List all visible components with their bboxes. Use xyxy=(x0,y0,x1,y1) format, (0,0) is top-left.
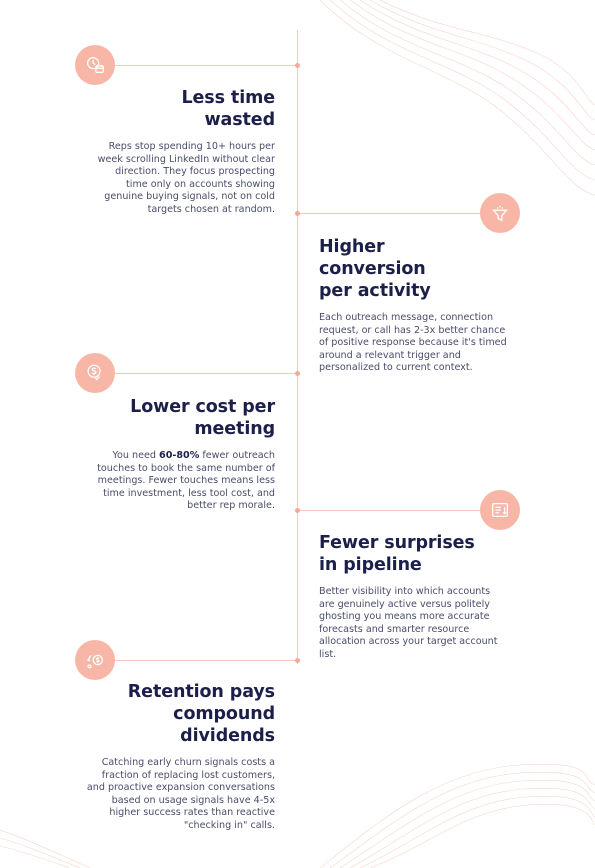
benefit-higher-conversion: Higher conversion per activity Each outr… xyxy=(319,236,511,375)
title-line: meeting xyxy=(194,419,275,439)
connector-5 xyxy=(110,658,300,663)
title-line: Fewer surprises xyxy=(319,533,475,553)
benefit-description: You need 60-80% fewer outreach touches t… xyxy=(97,450,275,512)
connector-2 xyxy=(295,211,481,216)
benefit-retention: Retention pays compound dividends Catchi… xyxy=(85,681,275,833)
benefit-title: Higher conversion per activity xyxy=(319,236,511,302)
retention-dollar-icon xyxy=(75,640,115,680)
title-line: Retention pays xyxy=(127,682,275,702)
funnel-icon xyxy=(480,193,520,233)
title-line: per activity xyxy=(319,281,431,301)
benefit-description: Better visibility into which accounts ar… xyxy=(319,586,498,660)
benefit-description: Each outreach message, connection reques… xyxy=(319,312,507,374)
wave-decoration-top xyxy=(319,0,595,196)
title-line: dividends xyxy=(180,726,275,746)
title-line: wasted xyxy=(204,110,275,130)
title-line: conversion xyxy=(319,259,426,279)
benefit-title: Less time wasted xyxy=(95,87,275,131)
connector-4 xyxy=(295,508,481,513)
connector-3 xyxy=(110,371,300,376)
dollar-down-icon xyxy=(75,353,115,393)
benefit-less-time-wasted: Less time wasted Reps stop spending 10+ … xyxy=(95,87,275,217)
benefit-fewer-surprises: Fewer surprises in pipeline Better visib… xyxy=(319,532,505,662)
highlight-percentage: 60-80% xyxy=(159,450,200,461)
title-line: Lower cost per xyxy=(130,397,275,417)
benefit-title: Fewer surprises in pipeline xyxy=(319,532,505,576)
benefit-title: Retention pays compound dividends xyxy=(85,681,275,747)
wave-decoration-bottom-right xyxy=(320,763,595,868)
sort-list-icon xyxy=(480,490,520,530)
title-line: compound xyxy=(173,704,275,724)
benefit-lower-cost: Lower cost per meeting You need 60-80% f… xyxy=(87,396,275,513)
title-line: in pipeline xyxy=(319,555,422,575)
benefit-title: Lower cost per meeting xyxy=(87,396,275,440)
title-line: Higher xyxy=(319,237,385,257)
clock-calendar-icon xyxy=(75,45,115,85)
benefit-description: Catching early churn signals costs a fra… xyxy=(86,757,275,831)
benefit-description: Reps stop spending 10+ hours per week sc… xyxy=(97,141,275,215)
timeline-axis xyxy=(297,30,298,664)
connector-1 xyxy=(110,63,300,68)
title-line: Less time xyxy=(181,88,275,108)
